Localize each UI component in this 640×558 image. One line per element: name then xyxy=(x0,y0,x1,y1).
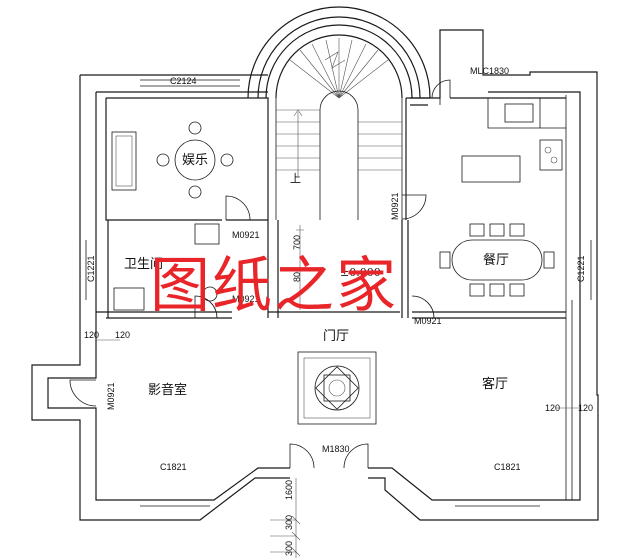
outer-walls xyxy=(31,29,599,521)
code-m0921-bath-low: M0921 xyxy=(232,294,260,304)
code-m0921-bath: M0921 xyxy=(232,230,260,240)
room-label-entertainment: 娱乐 xyxy=(182,153,208,168)
windows xyxy=(79,74,598,507)
code-c1821-right: C1821 xyxy=(494,462,521,472)
interior-walls xyxy=(96,97,566,319)
stair-tower xyxy=(247,6,431,220)
bathroom-fixtures xyxy=(113,223,220,311)
room-label-theater: 影音室 xyxy=(148,382,187,398)
entertainment-furniture xyxy=(111,121,234,199)
code-mlc1830: MLC1830 xyxy=(470,66,509,76)
foyer-pattern xyxy=(297,351,377,425)
watermark-text: 图纸之家 xyxy=(150,251,398,321)
dim-120-right-b: 120 xyxy=(578,403,593,413)
room-label-dining: 餐厅 xyxy=(483,252,509,268)
dim-120-right-a: 120 xyxy=(545,403,560,413)
code-m0921-theater: M0921 xyxy=(106,382,116,410)
code-m0921-dining: M0921 xyxy=(414,316,442,326)
code-m1830: M1830 xyxy=(322,444,350,454)
room-label-foyer: 门厅 xyxy=(323,329,349,344)
code-c1821-left: C1821 xyxy=(160,462,187,472)
room-label-living: 客厅 xyxy=(482,376,508,392)
elevation-label: ±0.000 xyxy=(340,266,381,279)
dim-1600: 1600 xyxy=(284,480,294,500)
dining-furniture xyxy=(439,223,555,297)
code-m0921-stair: M0921 xyxy=(390,192,400,220)
code-c2124: C2124 xyxy=(170,76,197,86)
dimension-lines xyxy=(96,225,580,558)
dim-120-left-b: 120 xyxy=(115,330,130,340)
stair-dim-700: 700 xyxy=(292,235,302,250)
dim-300-b: 300 xyxy=(284,541,294,556)
room-label-bathroom: 卫生间 xyxy=(124,257,163,272)
dim-300-a: 300 xyxy=(284,515,294,530)
dim-120-left-a: 120 xyxy=(84,330,99,340)
stair-up-label: 上 xyxy=(290,172,301,185)
stair-dim-800: 800 xyxy=(292,267,302,282)
doors xyxy=(69,79,451,469)
code-c1221-left: C1221 xyxy=(86,255,96,282)
code-c1221-right: C1221 xyxy=(576,255,586,282)
